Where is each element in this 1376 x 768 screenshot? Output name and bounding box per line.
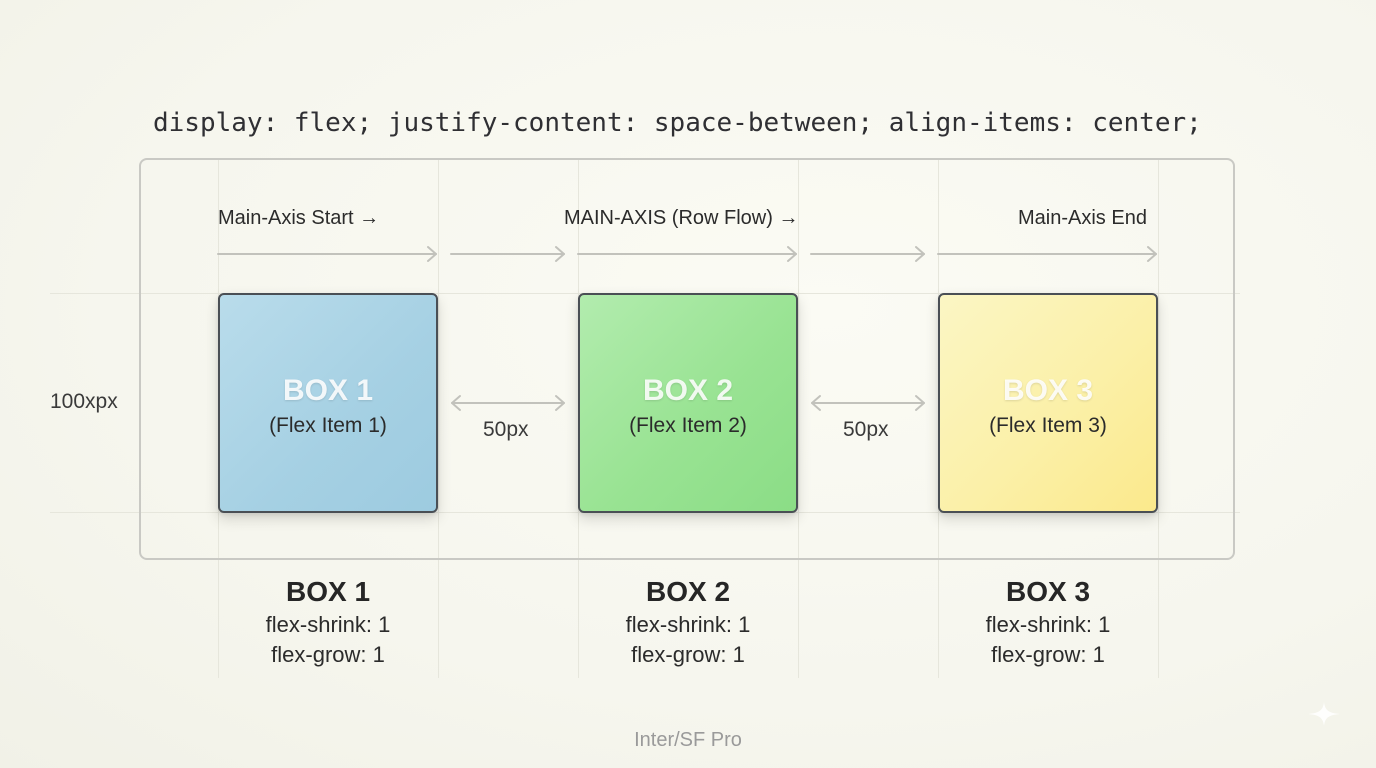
flex-item-box-1: BOX 1 (Flex Item 1) [218, 293, 438, 513]
grid-line [798, 158, 799, 678]
flex-item-box-3: BOX 3 (Flex Item 3) [938, 293, 1158, 513]
flex-grow-value: flex-grow: 1 [271, 642, 385, 667]
flex-shrink-value: flex-shrink: 1 [985, 612, 1111, 637]
axis-arrow-segment [450, 246, 565, 262]
axis-arrow-segment [810, 246, 925, 262]
box-subtitle: (Flex Item 1) [269, 414, 387, 437]
main-axis-label: MAIN-AXIS (Row Flow) → [564, 207, 799, 229]
gap-label-1: 50px [483, 418, 529, 441]
grid-line [438, 158, 439, 678]
flex-shrink-value: flex-shrink: 1 [265, 612, 391, 637]
css-rule-code: display: flex; justify-content: space-be… [153, 108, 1202, 138]
cross-size-label: 100xpx [50, 390, 118, 413]
property-title: BOX 2 [645, 576, 731, 607]
grid-line [1158, 158, 1159, 678]
box-2-properties: BOX 2 flex-shrink: 1 flex-grow: 1 [578, 574, 798, 670]
box-3-properties: BOX 3 flex-shrink: 1 flex-grow: 1 [938, 574, 1158, 670]
main-axis-start-label: Main-Axis Start → [218, 207, 380, 229]
axis-arrow-segment [217, 246, 437, 262]
box-title: BOX 3 [1002, 374, 1094, 407]
flex-container [139, 158, 1235, 560]
flex-shrink-value: flex-shrink: 1 [625, 612, 751, 637]
flex-grow-value: flex-grow: 1 [991, 642, 1105, 667]
box-title: BOX 2 [642, 374, 734, 407]
box-title: BOX 1 [282, 374, 374, 407]
font-note: Inter/SF Pro [634, 729, 742, 751]
gap-label-2: 50px [843, 418, 889, 441]
box-subtitle: (Flex Item 2) [629, 414, 747, 437]
box-subtitle: (Flex Item 3) [989, 414, 1107, 437]
axis-arrow-segment [937, 246, 1157, 262]
property-title: BOX 1 [285, 576, 371, 607]
sparkle-icon [1308, 702, 1340, 726]
flex-grow-value: flex-grow: 1 [631, 642, 745, 667]
box-1-properties: BOX 1 flex-shrink: 1 flex-grow: 1 [218, 574, 438, 670]
main-axis-end-label: Main-Axis End [1018, 207, 1147, 229]
gap-arrow-1 [451, 395, 565, 411]
property-title: BOX 3 [1005, 576, 1091, 607]
axis-arrow-segment [577, 246, 797, 262]
flex-item-box-2: BOX 2 (Flex Item 2) [578, 293, 798, 513]
gap-arrow-2 [811, 395, 925, 411]
